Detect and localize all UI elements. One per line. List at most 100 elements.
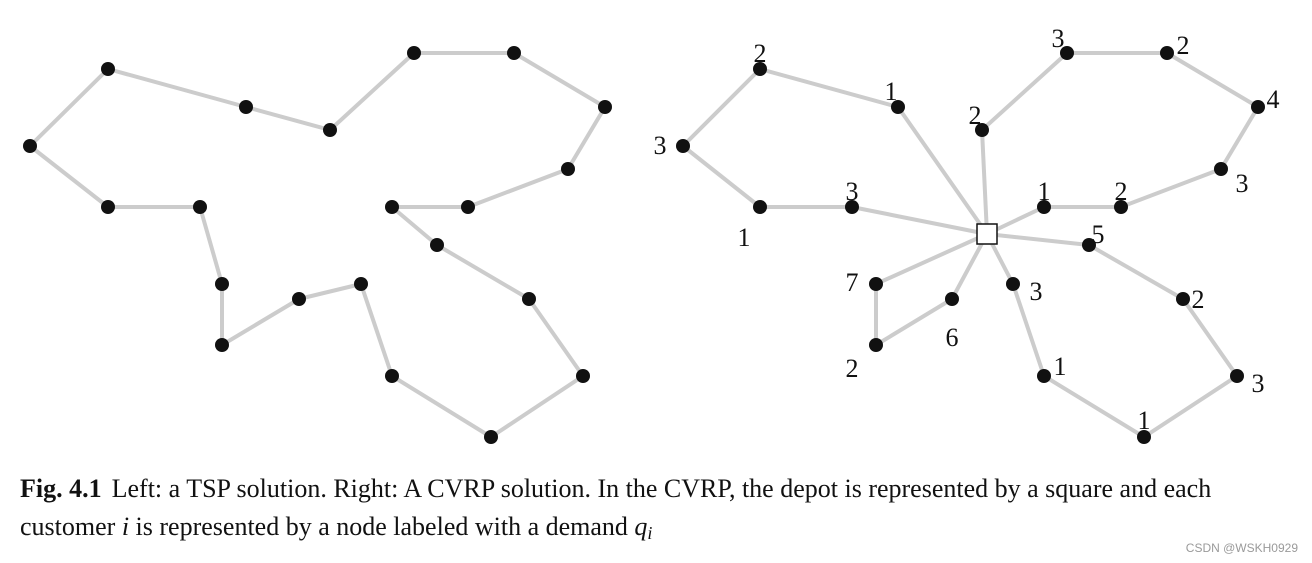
demand-label: 3 — [1252, 369, 1265, 398]
cvrp-edge — [681, 144, 762, 209]
tsp-edge — [512, 51, 607, 109]
tsp-edge — [28, 67, 110, 148]
demand-label: 2 — [846, 354, 859, 383]
customer-node — [869, 338, 883, 352]
tsp-edge — [466, 167, 570, 209]
demand-label: 1 — [1054, 352, 1067, 381]
cvrp-edge — [980, 128, 989, 236]
cvrp-edge — [874, 297, 954, 347]
tsp-node — [576, 369, 590, 383]
demand-label: 3 — [1030, 277, 1043, 306]
customer-node — [1037, 369, 1051, 383]
customer-node — [975, 123, 989, 137]
demand-label: 2 — [1115, 177, 1128, 206]
tsp-solution-panel — [23, 46, 612, 444]
demand-label: 5 — [1092, 220, 1105, 249]
tsp-node — [385, 369, 399, 383]
customer-node — [1230, 369, 1244, 383]
customer-node — [1176, 292, 1190, 306]
tsp-edge — [244, 105, 332, 132]
demand-label: 1 — [1138, 406, 1151, 435]
cvrp-edge — [1119, 167, 1223, 209]
watermark: CSDN @WSKH0929 — [1185, 541, 1298, 555]
caption-text-part2: is represented by a node labeled with a … — [129, 512, 635, 541]
caption-figure-label: Fig. 4.1 — [20, 474, 102, 503]
tsp-node — [430, 238, 444, 252]
demand-label: 3 — [846, 177, 859, 206]
cvrp-edge — [1165, 51, 1260, 109]
demand-label: 3 — [1052, 24, 1065, 53]
tsp-node — [215, 338, 229, 352]
cvrp-edge — [850, 205, 989, 236]
customer-node — [1214, 162, 1228, 176]
tsp-node — [354, 277, 368, 291]
caption-var-i: i — [121, 512, 130, 541]
tsp-edge — [527, 297, 585, 378]
tsp-node — [461, 200, 475, 214]
cvrp-edge — [1219, 105, 1260, 171]
demand-label: 2 — [754, 39, 767, 68]
cvrp-edge — [985, 232, 1091, 247]
tsp-node — [484, 430, 498, 444]
customer-node — [845, 200, 859, 214]
customer-node — [1114, 200, 1128, 214]
tsp-node — [101, 200, 115, 214]
demand-label: 2 — [1192, 285, 1205, 314]
demand-label: 1 — [738, 223, 751, 252]
customer-node — [1037, 200, 1051, 214]
tsp-node — [239, 100, 253, 114]
tsp-edge — [359, 282, 394, 378]
cvrp-edge — [1087, 243, 1185, 301]
demand-label: 1 — [1038, 177, 1051, 206]
tsp-edge — [28, 144, 110, 209]
tsp-node — [385, 200, 399, 214]
tsp-node — [292, 292, 306, 306]
cvrp-edge — [1142, 374, 1239, 439]
tsp-node — [23, 139, 37, 153]
caption-var-q-base: q — [634, 512, 648, 541]
tsp-node — [215, 277, 229, 291]
customer-node — [1082, 238, 1096, 252]
customer-node — [753, 200, 767, 214]
tsp-edge — [106, 67, 248, 109]
customer-node — [1160, 46, 1174, 60]
demand-label: 2 — [1177, 31, 1190, 60]
demand-label: 3 — [1236, 169, 1249, 198]
customer-node — [753, 62, 767, 76]
cvrp-edge — [896, 105, 989, 236]
customer-node — [1251, 100, 1265, 114]
caption-var-q: qi — [634, 512, 653, 543]
customer-node — [945, 292, 959, 306]
caption-var-q-subscript: i — [647, 523, 653, 543]
tsp-node — [522, 292, 536, 306]
cvrp-edge — [874, 232, 989, 286]
tsp-node — [407, 46, 421, 60]
tsp-node — [598, 100, 612, 114]
customer-node — [1137, 430, 1151, 444]
caption-text-part1: Left: a TSP solution. Right: A CVRP solu… — [20, 474, 1212, 541]
customer-node — [869, 277, 883, 291]
demand-label: 3 — [654, 131, 667, 160]
demand-label: 7 — [846, 268, 859, 297]
tsp-edge — [390, 374, 493, 439]
tsp-edge — [435, 243, 531, 301]
tsp-node — [323, 123, 337, 137]
tsp-edge — [198, 205, 224, 286]
customer-node — [1060, 46, 1074, 60]
cvrp-edge — [950, 232, 989, 301]
tsp-node — [193, 200, 207, 214]
tsp-node — [507, 46, 521, 60]
depot-square — [976, 223, 998, 245]
tsp-edge — [390, 205, 439, 247]
cvrp-edge — [980, 51, 1069, 132]
customer-node — [1006, 277, 1020, 291]
customer-node — [676, 139, 690, 153]
demand-label: 6 — [946, 323, 959, 352]
demand-label: 4 — [1267, 85, 1280, 114]
demand-label: 1 — [885, 77, 898, 106]
demand-label: 2 — [969, 101, 982, 130]
cvrp-edge — [1181, 297, 1239, 378]
